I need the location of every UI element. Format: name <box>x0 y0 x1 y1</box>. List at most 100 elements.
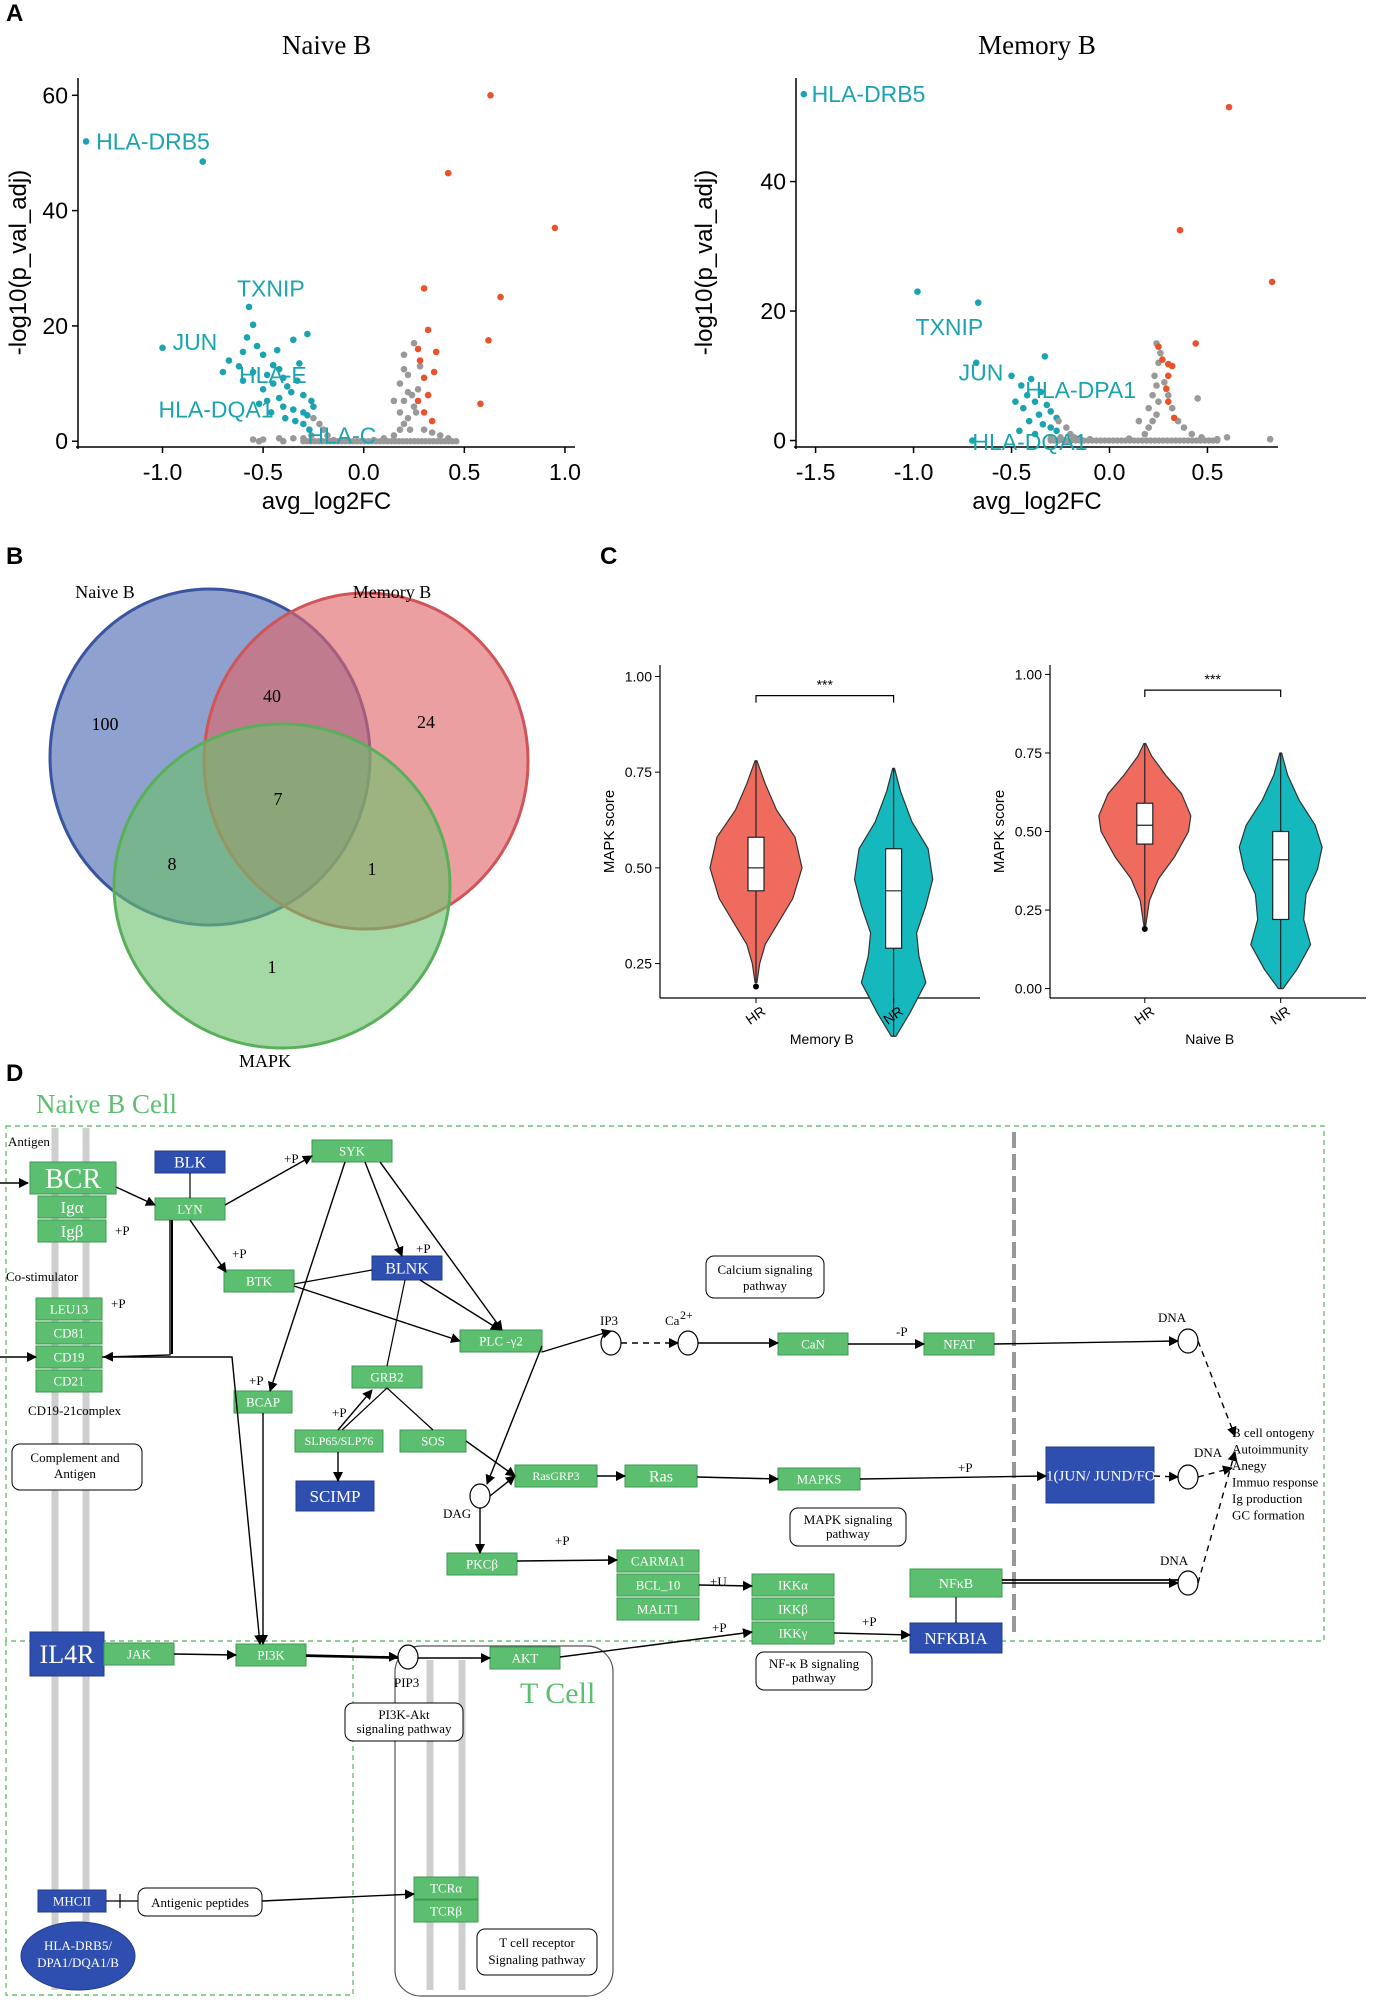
node-label-cd19: CD19 <box>53 1350 84 1365</box>
point-grey <box>436 432 444 439</box>
point-grey <box>1223 433 1231 441</box>
point-grey <box>310 414 317 422</box>
point-teal <box>306 426 313 434</box>
ca-oval <box>677 1330 699 1356</box>
y-tick-label: 0 <box>773 428 786 454</box>
ca-superscript: 2+ <box>680 1308 693 1322</box>
node-label-pi3k: PI3K <box>257 1648 285 1663</box>
point-grey <box>370 436 378 444</box>
point-red <box>487 91 494 99</box>
node-label-plcg2: PLC -γ2 <box>479 1334 523 1349</box>
gene-label: TXNIP <box>237 275 305 301</box>
point-red <box>1164 398 1172 405</box>
syk-blnk <box>364 1161 404 1257</box>
syk-bcap <box>268 1161 346 1392</box>
output-label: Autoimmunity <box>1232 1442 1309 1457</box>
node-label-syk: SYK <box>339 1144 366 1159</box>
point-grey <box>400 351 408 359</box>
point-teal <box>1041 353 1049 360</box>
gene-label: JUN <box>959 360 1004 386</box>
point-teal <box>275 365 283 373</box>
node-label-btk: BTK <box>246 1274 273 1289</box>
point-grey <box>396 426 404 434</box>
point-grey <box>420 426 428 434</box>
node-label-il4r: IL4R <box>40 1640 96 1669</box>
y-tick-label: 0 <box>55 428 68 454</box>
y-tick-label: 20 <box>760 298 786 324</box>
node-label-ap1: AP1(JUN/ JUND/FOS/) <box>1027 1468 1173 1484</box>
point-red <box>497 293 504 301</box>
node-scimp <box>295 1480 375 1512</box>
point-red <box>1159 356 1166 363</box>
point-grey <box>428 429 436 436</box>
point-red <box>414 345 422 353</box>
point-teal <box>249 368 257 376</box>
point-teal <box>159 344 166 352</box>
plc-ip3 <box>541 1328 612 1353</box>
point-teal <box>1018 382 1025 389</box>
violin-box <box>885 848 903 949</box>
lyn-syk <box>224 1155 313 1206</box>
point-red <box>1168 362 1176 370</box>
phospho-label: +P <box>115 1223 130 1238</box>
x-tick-label: 0.5 <box>448 459 480 485</box>
node-label-ikkg: IKKγ <box>779 1626 808 1641</box>
grb2-slp <box>341 1387 388 1431</box>
node-label-can: CaN <box>801 1337 825 1352</box>
point-red <box>1164 372 1172 380</box>
point-teal <box>239 348 247 356</box>
point-red <box>1163 385 1170 393</box>
point-teal <box>253 342 261 350</box>
point-teal <box>1031 398 1039 405</box>
point-teal <box>969 437 976 444</box>
calcium-box <box>705 1255 825 1299</box>
point-teal <box>1008 372 1015 380</box>
point-grey <box>1153 382 1160 389</box>
significance-label: *** <box>1205 671 1222 687</box>
point-teal <box>239 377 247 384</box>
gene-label: JUN <box>173 329 218 355</box>
gene-label: HLA-DQA1 <box>158 397 273 423</box>
node-label-lyn: LYN <box>177 1202 203 1217</box>
ap1-dna <box>1153 1471 1179 1482</box>
point-teal <box>1023 391 1031 399</box>
point-teal <box>259 386 267 393</box>
significance-bracket <box>755 695 895 703</box>
node-cd81 <box>35 1321 103 1345</box>
node-ikkb <box>751 1597 835 1621</box>
tcr-box <box>476 1928 598 1976</box>
phospho-label: +P <box>249 1373 264 1388</box>
point-teal <box>1016 427 1023 435</box>
point-grey <box>1161 378 1168 386</box>
point-teal <box>1035 411 1043 418</box>
point-grey <box>330 436 337 444</box>
venn-region-count: 1 <box>368 859 377 879</box>
point-grey <box>400 420 408 428</box>
naive-b-frame <box>5 1125 1325 1642</box>
y-tick-label: 0.75 <box>1015 745 1042 761</box>
output-label: Ig production <box>1232 1491 1303 1506</box>
y-tick-label: 0.25 <box>625 956 652 972</box>
ubiquitin-label: +U <box>710 1574 727 1589</box>
x-tick-label: HR <box>1131 1003 1157 1028</box>
venn-set-label: MAPK <box>239 1051 291 1071</box>
akt-ikk <box>559 1628 753 1658</box>
point-red <box>477 400 484 408</box>
y-axis-label: MAPK score <box>601 790 618 873</box>
venn-region-count: 8 <box>168 854 177 874</box>
dag-label: DAG <box>443 1506 471 1521</box>
point-red <box>1176 226 1184 234</box>
point-grey <box>320 426 327 434</box>
node-label-bcl10: BCL_10 <box>636 1578 681 1593</box>
cd19-21-label: CD19-21complex <box>28 1403 122 1418</box>
node-leu13 <box>35 1297 103 1321</box>
calcium-text: pathway <box>743 1278 788 1293</box>
node-tcrb <box>413 1899 479 1923</box>
blnk-grb2 <box>386 1279 406 1367</box>
y-tick-label: 40 <box>760 169 786 195</box>
point-grey <box>1086 435 1094 443</box>
node-label-jak: JAK <box>127 1647 151 1662</box>
